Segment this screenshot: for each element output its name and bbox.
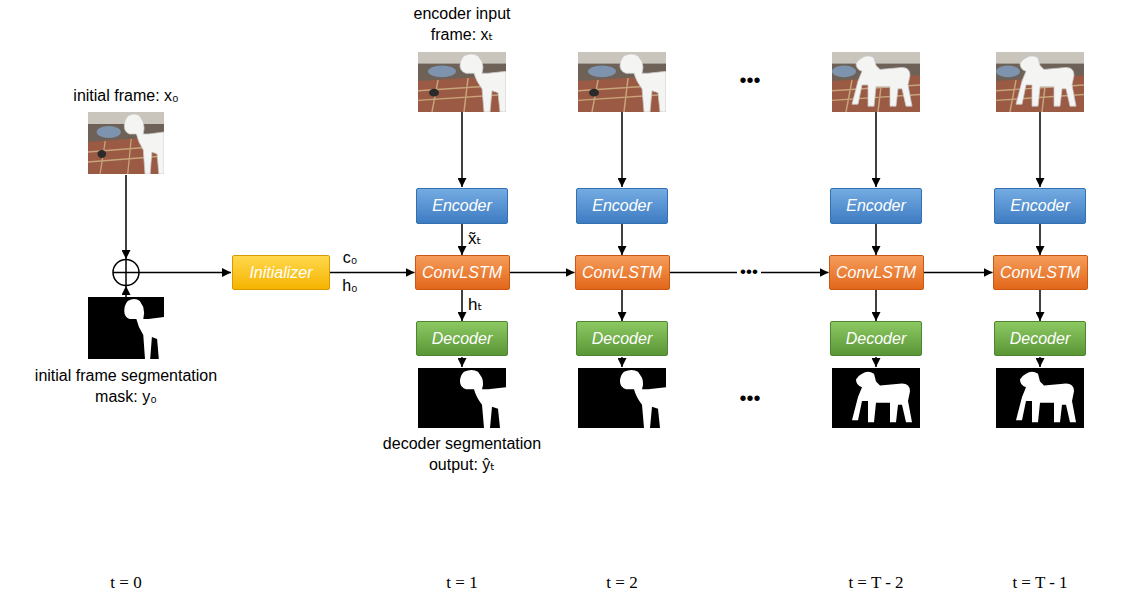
frame-label: encoder input frame: xₜ — [397, 4, 527, 46]
box-label: Encoder — [432, 196, 492, 215]
input-arrow — [125, 286, 127, 297]
frame-image — [578, 52, 666, 112]
time-label: t = T - 2 — [821, 572, 931, 594]
decoder-box: Decoder — [830, 321, 922, 356]
edge-label: hₜ — [468, 295, 482, 315]
frame-label: initial frame: x₀ — [46, 86, 206, 107]
input-arrow — [461, 112, 463, 187]
frame-image — [418, 52, 506, 112]
connector-arrow — [621, 290, 623, 321]
output-arrow — [621, 357, 623, 367]
state-label: h₀ — [335, 276, 365, 297]
connector-arrow — [875, 290, 877, 321]
concat-symbol — [113, 260, 139, 286]
connector-arrow — [461, 224, 463, 255]
output-mask-image — [578, 368, 666, 428]
input-arrow — [125, 175, 127, 259]
connector-arrow — [461, 290, 463, 321]
encoder-box: Encoder — [830, 188, 922, 224]
connector-arrow — [1039, 290, 1041, 321]
encoder-box: Encoder — [994, 188, 1086, 224]
concat-symbol — [113, 260, 139, 286]
box-label: Decoder — [846, 329, 906, 348]
ellipsis: ••• — [720, 386, 780, 410]
convlstm-box: ConvLSTM — [993, 255, 1088, 290]
frame-image — [832, 52, 920, 112]
initial-mask-image — [88, 297, 164, 359]
connector-arrow — [510, 272, 575, 274]
box-label: Encoder — [846, 196, 906, 215]
box-label: ConvLSTM — [1000, 263, 1080, 282]
connector-arrow — [1039, 224, 1041, 255]
box-label: ConvLSTM — [836, 263, 916, 282]
output-label: decoder segmentation output: ŷₜ — [372, 434, 552, 476]
connector-arrow — [924, 272, 993, 274]
decoder-box: Decoder — [994, 321, 1086, 356]
output-arrow — [461, 357, 463, 367]
output-arrow — [1039, 357, 1041, 367]
box-label: Encoder — [592, 196, 652, 215]
convlstm-box: ConvLSTM — [575, 255, 670, 290]
mask-label: initial frame segmentation mask: y₀ — [26, 366, 226, 408]
time-label: t = 2 — [567, 572, 677, 594]
box-label: Decoder — [1010, 329, 1070, 348]
initial-frame-image — [88, 112, 164, 174]
convlstm-box: ConvLSTM — [829, 255, 924, 290]
frame-image — [996, 52, 1084, 112]
state-label: c₀ — [335, 248, 365, 269]
time-label: t = 0 — [71, 572, 181, 594]
connector-group — [330, 224, 1040, 321]
initializer-box: Initializer — [232, 255, 330, 290]
input-arrow — [1039, 112, 1041, 187]
box-label: ConvLSTM — [422, 263, 502, 282]
output-arrow — [875, 357, 877, 367]
decoder-box: Decoder — [576, 321, 668, 356]
box-label: Decoder — [592, 329, 652, 348]
output-mask-image — [996, 368, 1084, 428]
input-arrow — [621, 112, 623, 187]
box-label: Decoder — [432, 329, 492, 348]
output-mask-image — [832, 368, 920, 428]
input-arrow — [139, 272, 231, 274]
ellipsis: ••• — [720, 68, 780, 92]
encoder-box: Encoder — [576, 188, 668, 224]
connector-arrow — [875, 224, 877, 255]
box-label: Initializer — [249, 263, 312, 282]
convlstm-box: ConvLSTM — [415, 255, 510, 290]
connector-arrow — [330, 272, 415, 274]
edge-label: x̃ₜ — [468, 229, 482, 249]
decoder-box: Decoder — [416, 321, 508, 356]
input-arrow — [875, 112, 877, 187]
encoder-box: Encoder — [416, 188, 508, 224]
edge-label: ••• — [737, 262, 761, 282]
time-label: t = T - 1 — [985, 572, 1095, 594]
output-mask-image — [418, 368, 506, 428]
box-label: ConvLSTM — [582, 263, 662, 282]
box-label: Encoder — [1010, 196, 1070, 215]
connector-arrow — [621, 224, 623, 255]
time-label: t = 1 — [407, 572, 517, 594]
